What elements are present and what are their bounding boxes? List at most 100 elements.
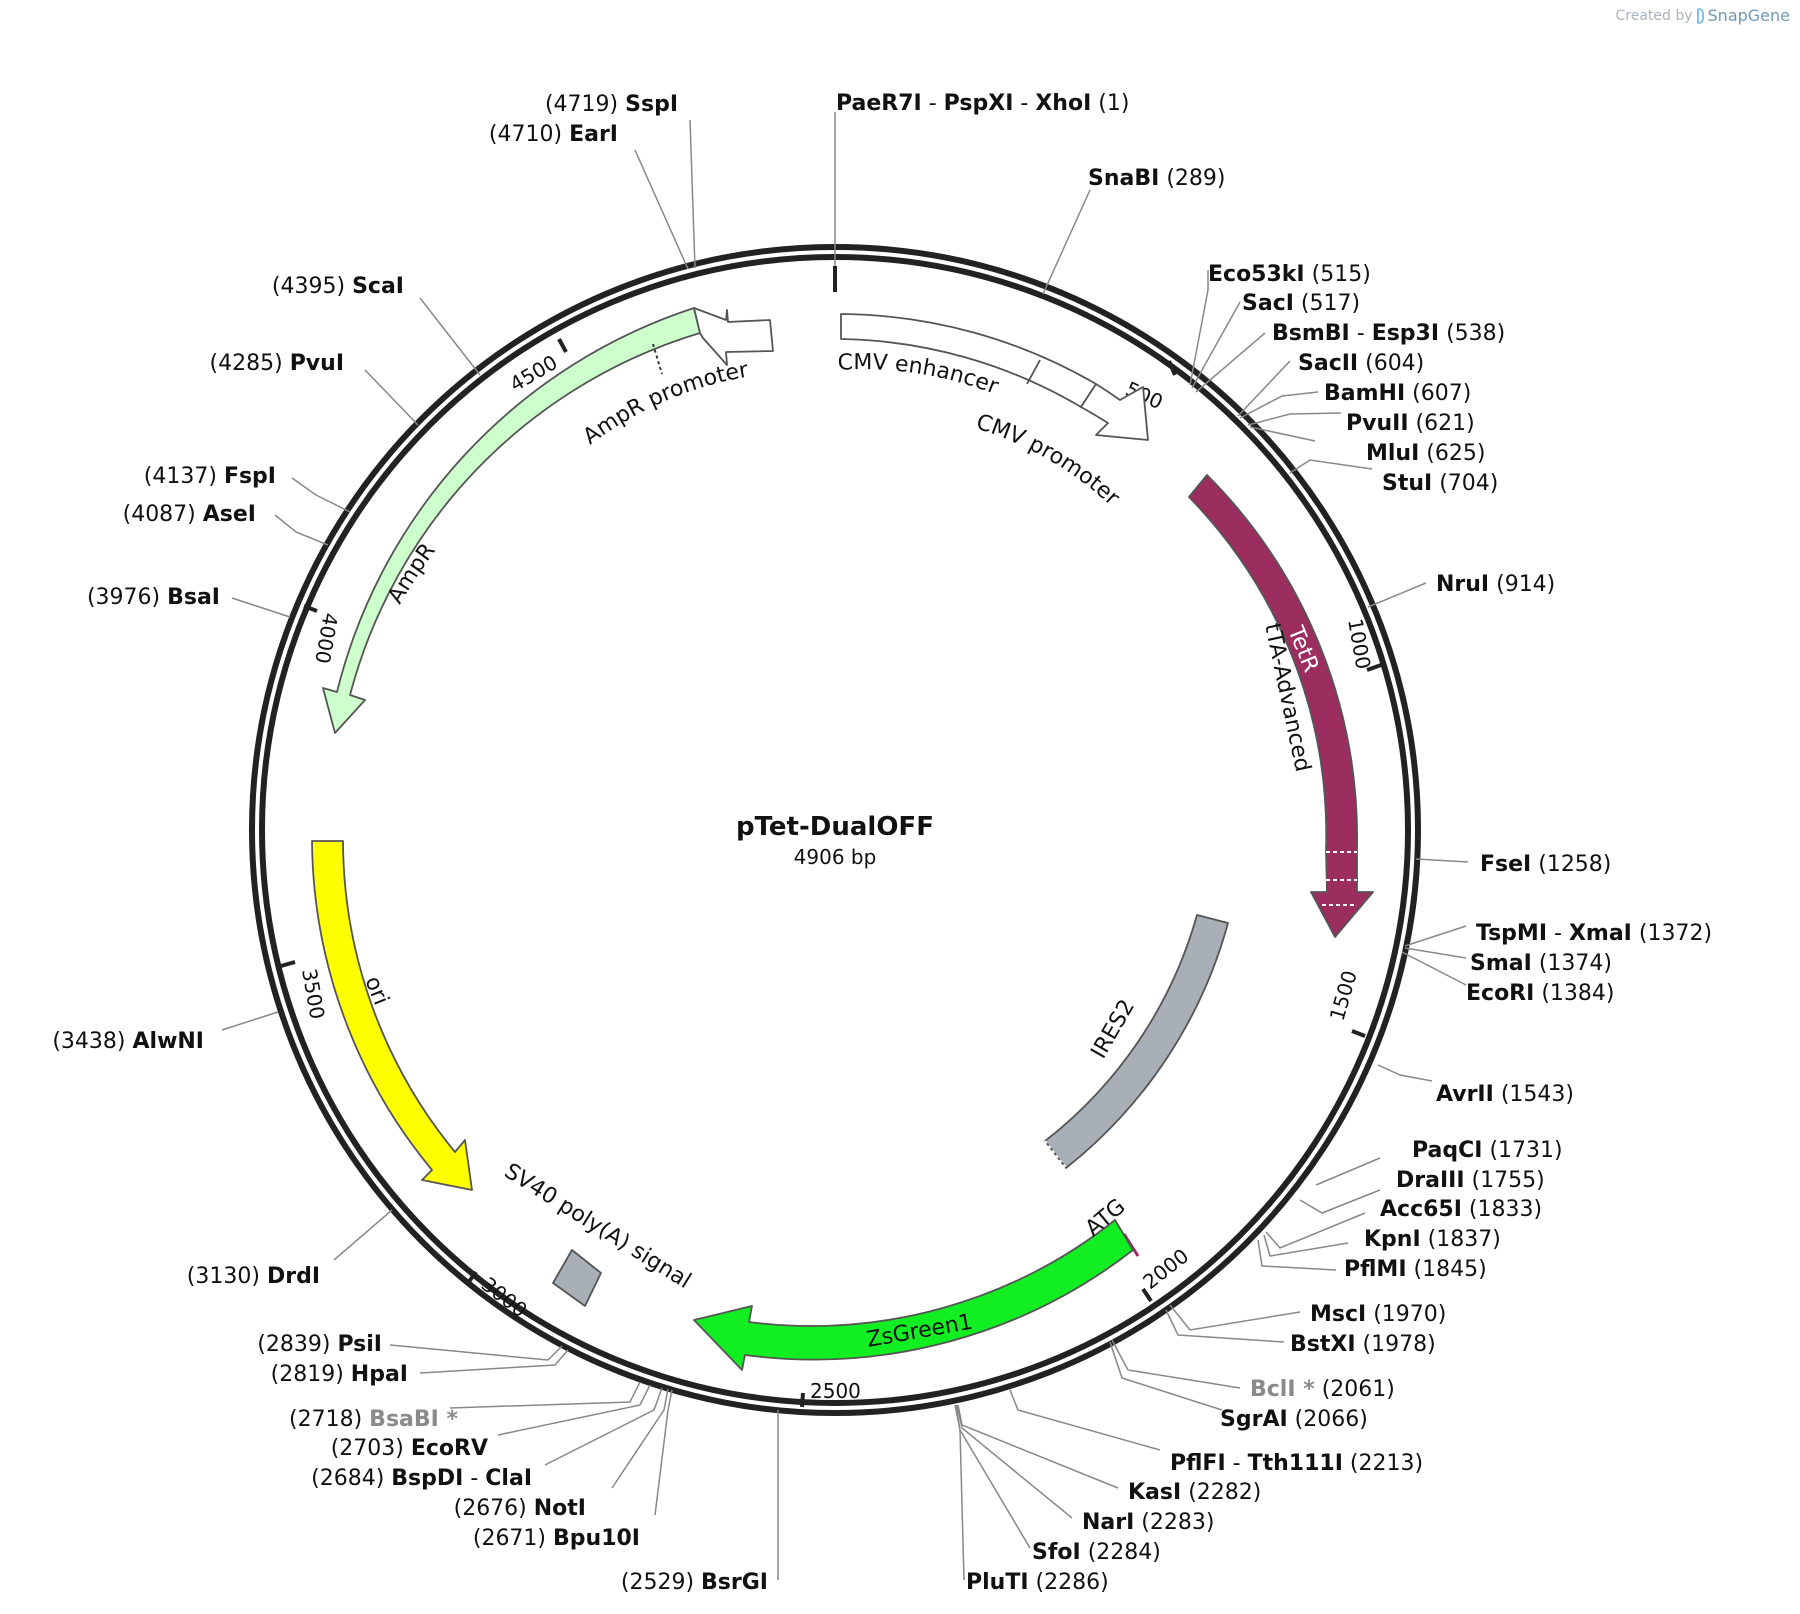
- site-bpu10i: (2671) Bpu10I: [473, 1526, 640, 1551]
- site-sep: -: [922, 91, 944, 116]
- leader-pflfi: [1009, 1389, 1161, 1451]
- site-eari: (4710) EarI: [489, 122, 618, 147]
- site-pflfi: PflFI - Tth111I (2213): [1170, 1451, 1423, 1476]
- site-name: KpnI: [1364, 1227, 1421, 1252]
- site-gap: [1632, 921, 1639, 946]
- site-leaders: [221, 112, 1469, 1581]
- site-pos: (1978): [1363, 1332, 1436, 1357]
- leader-bpu10i: [654, 1389, 673, 1516]
- feature-cmv-promoter: [1080, 383, 1149, 441]
- site-snabi: SnaBI (289): [1088, 166, 1225, 191]
- site-name: SacI: [1242, 291, 1294, 316]
- leader-tspmi: [1404, 925, 1467, 947]
- site-paer7i: PaeR7I - PspXI - XhoI (1): [836, 91, 1129, 116]
- site-sspi: (4719) SspI: [545, 92, 678, 117]
- site-psii: (2839) PsiI: [257, 1332, 382, 1357]
- site-gap: [1419, 441, 1426, 466]
- site-sep: -: [463, 1466, 485, 1491]
- tick-500: [1167, 360, 1177, 376]
- site-gap: [1494, 1082, 1501, 1107]
- site-scai: (4395) ScaI: [272, 274, 404, 299]
- site-name: Eco53kI: [1208, 262, 1305, 287]
- site-fsei: FseI (1258): [1480, 852, 1611, 877]
- leader-ecorv: [497, 1384, 651, 1436]
- site-name: BsmBI: [1272, 321, 1350, 346]
- site-pos: (914): [1496, 572, 1555, 597]
- site-ecori: EcoRI (1384): [1466, 981, 1614, 1006]
- site-gap: [283, 351, 290, 376]
- features: [311, 307, 1374, 1371]
- site-name: FspI: [224, 464, 276, 489]
- site-ecorv: (2703) EcoRV: [331, 1436, 488, 1461]
- leader-nrui: [1367, 582, 1427, 608]
- site-name: MluI: [1366, 441, 1419, 466]
- site-gap: [1409, 411, 1416, 436]
- site-drdi: (3130) DrdI: [187, 1264, 320, 1289]
- site-pos: (3438): [52, 1029, 125, 1054]
- leader-drdi: [333, 1209, 393, 1261]
- site-nrui: NruI (914): [1436, 572, 1555, 597]
- site-gap: [1305, 262, 1312, 287]
- site-bsrgi: (2529) BsrGI: [621, 1570, 768, 1595]
- leader-bsabi: [449, 1381, 641, 1409]
- site-pos: (2839): [257, 1332, 330, 1357]
- feature-tta-advanced: [1188, 474, 1374, 938]
- site-acc65i: Acc65I (1833): [1380, 1197, 1542, 1222]
- site-name: SnaBI: [1088, 166, 1159, 191]
- site-bstxi: BstXI (1978): [1290, 1332, 1436, 1357]
- site-pos: (1970): [1373, 1302, 1446, 1327]
- tick-3500: [280, 960, 296, 968]
- site-pos: (4137): [144, 464, 217, 489]
- site-name: ScaI: [352, 274, 404, 299]
- site-name: EcoRV: [411, 1436, 488, 1461]
- leader-snabi: [1042, 189, 1091, 295]
- leader-alwni: [221, 1011, 279, 1031]
- site-gap: [1356, 1332, 1363, 1357]
- site-name: SgrAI: [1220, 1407, 1288, 1432]
- site-gap: [1288, 1407, 1295, 1432]
- tick-4500: [557, 338, 568, 353]
- site-paqci: PaqCI (1731): [1412, 1138, 1563, 1163]
- site-gap: [1407, 1257, 1414, 1282]
- site-avrii: AvrII (1543): [1436, 1082, 1574, 1107]
- site-alwni: (3438) AlwNI: [52, 1029, 204, 1054]
- site-name: Bpu10I: [553, 1526, 640, 1551]
- site-sgrai: SgrAI (2066): [1220, 1407, 1368, 1432]
- leader-sspi: [689, 119, 696, 269]
- leader-pvui: [364, 369, 419, 426]
- site-name: FseI: [1480, 852, 1531, 877]
- leader-psii: [389, 1344, 563, 1361]
- leader-sgrai: [1109, 1341, 1223, 1411]
- plasmid-length: 4906 bp: [794, 845, 877, 869]
- feature-ampr-promoter: [693, 307, 774, 366]
- site-pflmi: PflMI (1845): [1344, 1257, 1487, 1282]
- site-pos: (1731): [1489, 1138, 1562, 1163]
- site-name: PsiI: [337, 1332, 382, 1357]
- site-pos: (4087): [123, 502, 196, 527]
- leader-bsai: [231, 597, 291, 618]
- site-name: PvuII: [1346, 411, 1409, 436]
- site-gap: [196, 502, 203, 527]
- site-pos: (2213): [1350, 1451, 1423, 1476]
- site-gap: [1439, 321, 1446, 346]
- plasmid-name: pTet-DualOFF: [736, 812, 934, 842]
- site-pos: (607): [1412, 381, 1471, 406]
- site-pos: (2284): [1088, 1540, 1161, 1565]
- snapgene-logo-icon: [1696, 7, 1704, 24]
- site-gap: [330, 1332, 337, 1357]
- tick-1500: [1351, 1029, 1366, 1038]
- leader-msci: [1169, 1304, 1301, 1331]
- site-gap: [260, 1264, 267, 1289]
- site-pos: (4285): [210, 351, 283, 376]
- site-pos: (621): [1416, 411, 1475, 436]
- site-name: SfoI: [1032, 1540, 1081, 1565]
- leader-draiii: [1299, 1189, 1381, 1214]
- site-name: StuI: [1382, 471, 1432, 496]
- site-gap: [1489, 572, 1496, 597]
- leader-stui: [1289, 459, 1373, 474]
- site-name: PvuI: [290, 351, 344, 376]
- site-gap: [546, 1526, 553, 1551]
- leader-bcli: [1111, 1339, 1241, 1389]
- site-gap: [1462, 1197, 1469, 1222]
